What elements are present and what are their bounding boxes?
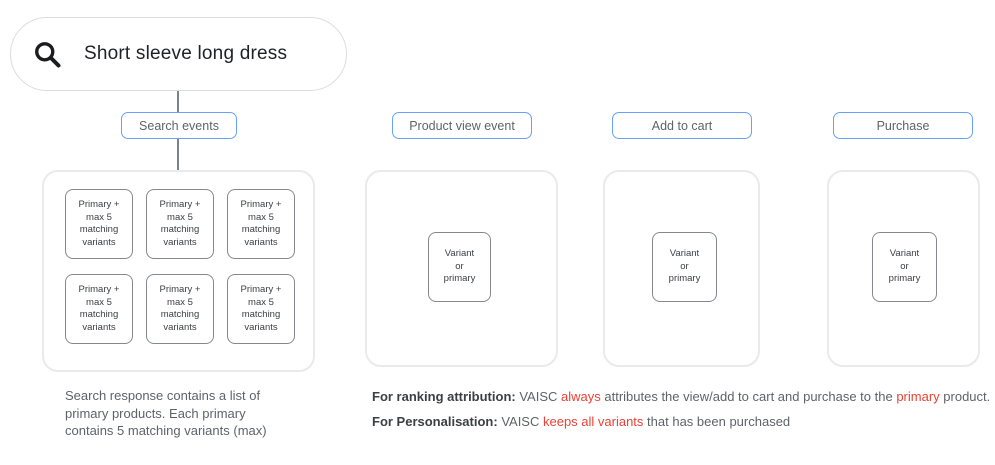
event-button-product-view[interactable]: Product view event <box>392 112 532 139</box>
primary-product-box: Primary + max 5 matching variants <box>65 189 133 259</box>
primary-product-box: Primary + max 5 matching variants <box>146 189 214 259</box>
search-response-note: Search response contains a list of prima… <box>65 388 267 438</box>
variant-or-primary-box: Variant or primary <box>872 232 937 302</box>
event-button-search-events[interactable]: Search events <box>121 112 237 139</box>
search-icon <box>35 42 61 68</box>
bucket-add-to-cart: Variant or primary <box>603 170 760 367</box>
bucket-product-view: Variant or primary <box>365 170 558 367</box>
event-button-purchase[interactable]: Purchase <box>833 112 973 139</box>
event-label-add-to-cart: Add to cart <box>651 118 713 133</box>
ranking-attribution-note: For ranking attribution: VAISC always at… <box>372 389 991 404</box>
primary-product-box: Primary + max 5 matching variants <box>65 274 133 344</box>
variant-or-primary-box: Variant or primary <box>652 232 717 302</box>
attribution-notes: For ranking attribution: VAISC always at… <box>372 388 990 438</box>
search-input[interactable]: Short sleeve long dress <box>10 17 347 91</box>
search-query-text: Short sleeve long dress <box>84 43 288 64</box>
primary-product-box: Primary + max 5 matching variants <box>227 189 295 259</box>
variant-or-primary-box: Variant or primary <box>428 232 491 302</box>
personalisation-note: For Personalisation: VAISC keeps all var… <box>372 414 791 429</box>
event-label-product-view: Product view event <box>409 118 515 133</box>
event-label-search-events: Search events <box>139 118 219 133</box>
event-button-add-to-cart[interactable]: Add to cart <box>612 112 752 139</box>
primary-product-box: Primary + max 5 matching variants <box>146 274 214 344</box>
connector-label-to-bucket <box>177 139 179 170</box>
event-label-purchase: Purchase <box>876 118 930 133</box>
primary-products-grid: Primary + max 5 matching variants Primar… <box>65 189 295 344</box>
connector-pill-to-label <box>177 91 179 112</box>
bucket-purchase: Variant or primary <box>827 170 980 367</box>
bucket-search-events: Primary + max 5 matching variants Primar… <box>42 170 315 372</box>
primary-product-box: Primary + max 5 matching variants <box>227 274 295 344</box>
